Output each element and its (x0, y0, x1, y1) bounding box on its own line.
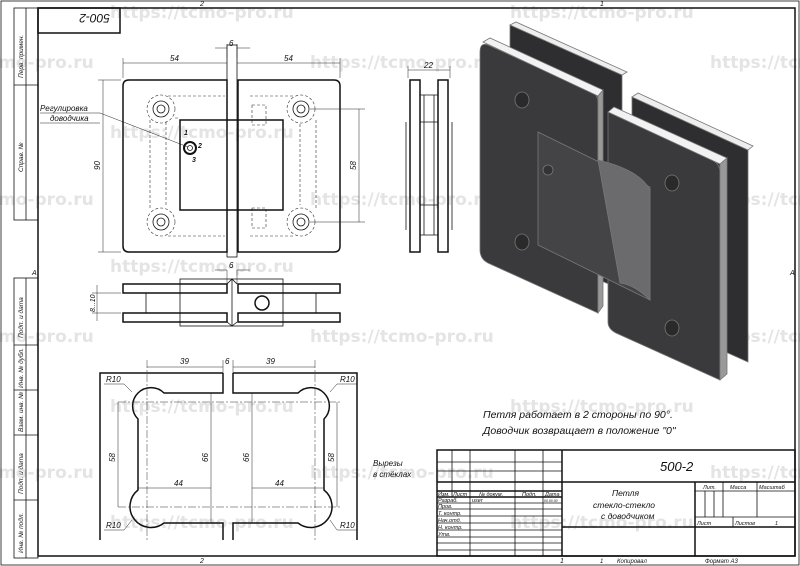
zone-label: 1 (600, 1, 604, 8)
svg-text:90: 90 (93, 161, 102, 170)
stamp-label: Подп. и дата (17, 297, 25, 338)
watermark-text: https://tcmo-pro.ru (0, 53, 94, 73)
svg-text:1: 1 (600, 559, 603, 565)
watermark-text: https://tcmo-pro.ru (310, 463, 494, 483)
svg-text:user: user (472, 498, 484, 504)
svg-text:стекло-стекло: стекло-стекло (593, 500, 655, 510)
svg-text:500-2: 500-2 (660, 459, 694, 474)
watermark-text: https://tcmo-pro.ru (0, 463, 94, 483)
watermark-text: https://tcmo-pro.ru (310, 190, 494, 210)
svg-text:00.00.00: 00.00.00 (544, 499, 558, 503)
svg-text:Лист: Лист (696, 521, 712, 527)
watermark-text: https://tcmo-pro.ru (310, 53, 494, 73)
screw-icon (146, 94, 316, 237)
svg-text:66: 66 (242, 453, 251, 462)
svg-text:6: 6 (225, 357, 230, 366)
svg-text:58: 58 (327, 453, 336, 462)
svg-text:Лит.: Лит. (702, 485, 716, 491)
bottom-view: 6 8...10 (90, 261, 341, 327)
svg-text:Пров.: Пров. (438, 504, 453, 510)
cutout-caption: Вырезы (373, 459, 403, 468)
zone-label: 1 (560, 558, 564, 565)
watermark-text: https://tcmo-pro.ru (510, 397, 694, 417)
svg-text:1: 1 (775, 521, 778, 527)
svg-text:58: 58 (349, 161, 358, 170)
cutout-view: 39 6 39 58 58 66 66 44 44 R10 R10 R10 R1… (99, 357, 412, 540)
watermark-text: https://tcmo-pro.ru (110, 257, 294, 277)
note-line: Доводчик возвращает в положение "0" (482, 425, 677, 437)
svg-text:54: 54 (284, 54, 293, 63)
svg-text:1: 1 (184, 130, 188, 137)
svg-text:Копировал: Копировал (617, 559, 647, 565)
svg-text:с доводчиком: с доводчиком (601, 511, 655, 521)
note-line: Петля работает в 2 стороны по 90°. (483, 409, 673, 421)
svg-text:Дата: Дата (544, 492, 560, 498)
zone-label: A (31, 270, 37, 277)
stamp-label: Перв. примен. (18, 35, 25, 78)
zone-label: 2 (199, 558, 204, 565)
watermark-text: https://tcmo-pro.ru (510, 513, 694, 533)
svg-text:22: 22 (423, 61, 433, 70)
svg-text:66: 66 (201, 453, 210, 462)
svg-text:Т. контр.: Т. контр. (438, 511, 462, 517)
sheet-designation: 500-2 (79, 11, 110, 25)
watermark-text: https://tcmo-pro.ru (110, 397, 294, 417)
svg-text:Масса: Масса (730, 485, 746, 491)
screw-icon (514, 91, 680, 337)
watermark-text: https://tcmo-pro.ru (710, 463, 800, 483)
stamp-label: Справ. № (18, 142, 25, 172)
svg-text:Н. контр.: Н. контр. (438, 525, 463, 531)
svg-text:44: 44 (174, 479, 183, 488)
svg-text:Утв.: Утв. (437, 532, 451, 538)
svg-text:Листов: Листов (734, 521, 755, 527)
svg-text:6: 6 (229, 261, 234, 270)
watermark-text: https://tcmo-pro.ru (0, 190, 94, 210)
svg-text:R10: R10 (106, 521, 121, 530)
svg-text:Масштаб: Масштаб (759, 485, 786, 491)
svg-text:R10: R10 (340, 375, 355, 384)
svg-text:44: 44 (275, 479, 284, 488)
closer-adjuster-icon (183, 141, 197, 155)
zone-label: A (789, 270, 795, 277)
side-view: 22 (405, 61, 453, 253)
svg-text:3: 3 (192, 157, 196, 164)
closer-adjuster-icon (542, 164, 554, 176)
watermark-text: https://tcmo-pro.ru (110, 123, 294, 143)
zone-label: 2 (199, 1, 204, 8)
callout-text: Регулировка (40, 104, 88, 113)
svg-text:58: 58 (108, 453, 117, 462)
svg-text:8...10: 8...10 (90, 294, 97, 312)
svg-text:39: 39 (266, 357, 275, 366)
stamp-label: Взам. инв. № (18, 392, 25, 432)
svg-text:39: 39 (180, 357, 189, 366)
front-view: 1 2 3 Регулировка доводчика 54 54 6 90 5… (40, 39, 365, 258)
svg-text:Петля: Петля (612, 488, 639, 498)
svg-text:2: 2 (197, 143, 202, 150)
svg-text:54: 54 (170, 54, 179, 63)
callout-text: доводчика (50, 114, 89, 123)
svg-text:Лист: Лист (452, 492, 468, 498)
title-block: 500-2 Петля стекло-стекло с доводчиком И… (436, 449, 796, 565)
svg-text:Нач.отд.: Нач.отд. (438, 518, 461, 524)
stamp-label: Инв. № подл. (17, 512, 25, 553)
watermark-text: https://tcmo-pro.ru (0, 327, 94, 347)
stamp-label: Инв. № дубл. (17, 348, 25, 388)
svg-text:Изм.: Изм. (438, 492, 450, 498)
svg-text:6: 6 (229, 39, 234, 48)
svg-text:Формат A3: Формат A3 (705, 559, 738, 565)
hinge-3d-render (479, 21, 754, 381)
svg-text:Подп.: Подп. (522, 492, 537, 498)
svg-text:R10: R10 (106, 375, 121, 384)
svg-text:№ докум.: № докум. (479, 492, 503, 498)
svg-text:R10: R10 (340, 521, 355, 530)
stamp-label: Подп. и дата (17, 453, 25, 494)
watermark-text: https://tcmo-pro.ru (310, 327, 494, 347)
side-stamps: Перв. примен. Справ. № Подп. и дата Инв.… (13, 7, 39, 559)
watermark-text: https://tcmo-pro.ru (710, 53, 800, 73)
cutout-caption: в стёклах (373, 470, 412, 479)
svg-text:Разраб.: Разраб. (438, 498, 458, 504)
